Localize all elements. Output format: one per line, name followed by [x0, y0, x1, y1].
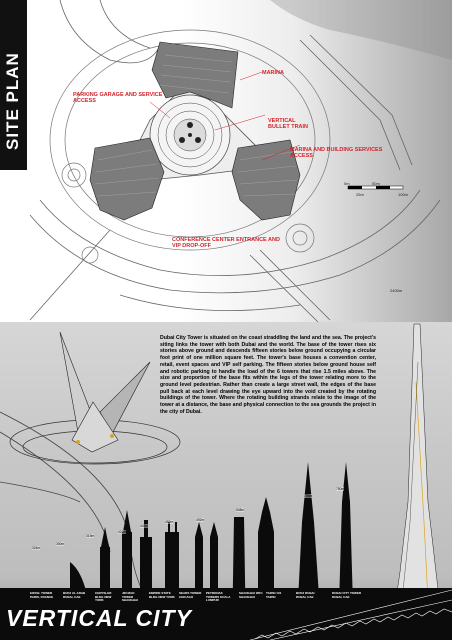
name-jin-mao: JIN MAO TOWER SHANGHAI [122, 591, 139, 602]
height-burj-dubai: 750m [336, 487, 345, 491]
name-petronas: PETRONAS TOWERS KUALA LUMPUR [206, 591, 231, 602]
scale-25: 25m [356, 192, 364, 197]
height-empire: 443m [140, 524, 149, 528]
height-label-top: 2400m [390, 288, 403, 293]
height-eiffel: 324m [32, 546, 41, 550]
name-eiffel: EIFFEL TOWER PARIS, FRANCE [30, 591, 54, 599]
height-jin-mao: 421m [118, 530, 127, 534]
label-marina: MARINA [262, 70, 284, 76]
aerial-panel: 324m 300m 319m 421m 443m 452m 492m 508m … [0, 322, 452, 640]
label-conference: CONFERENCE CENTER ENTRANCE AND VIP DROP-… [172, 237, 280, 249]
height-burj-al-arab: 300m [56, 542, 65, 546]
label-vertical-train: VERTICAL BULLET TRAIN [268, 118, 309, 130]
name-dubai-city-tower: DUBAI CITY TOWER DUBAI, UAE [332, 591, 362, 599]
name-taipei: TAIPEI 101 TAIPEI [266, 591, 282, 599]
site-plan-side-label: SITE PLAN [0, 0, 27, 170]
site-plan-panel: SITE PLAN MARINA PARKING GARAGE AND SERV… [0, 0, 452, 322]
side-label-text: SITE PLAN [3, 52, 22, 150]
height-petronas: 492m [196, 518, 205, 522]
height-taipei: 705m [304, 494, 313, 498]
crane-graphic [249, 589, 452, 640]
name-chrysler: CHRYSLER BLDG NEW YORK [95, 591, 112, 602]
site-plan-drawing [29, 0, 452, 322]
name-wfc: SHANGHAI WFC SHANGHAI [239, 591, 263, 599]
height-chrysler: 319m [86, 534, 95, 538]
name-burj-dubai: BURJ DUBAI DUBAI, UAE [296, 591, 315, 599]
scale-0: 0m [344, 181, 350, 186]
scale-100: 100m [398, 192, 409, 197]
height-sears: 452m [165, 520, 174, 524]
project-description: Dubai City Tower is situated on the coas… [160, 335, 376, 415]
sheet-title: VERTICAL CITY [6, 605, 192, 631]
name-sears: SEARS TOWER CHICAGO [179, 591, 202, 599]
scale-50: 50m [372, 181, 380, 186]
title-strip: EIFFEL TOWER PARIS, FRANCE BURJ AL ARAB … [0, 588, 452, 640]
label-marina-access: MARINA AND BUILDING SERVICES ACCESS [290, 147, 383, 159]
label-parking: PARKING GARAGE AND SERVICE ACCESS [73, 92, 163, 104]
name-empire: EMPIRE STATE BLDG NEW YORK [149, 591, 175, 599]
height-wfc: 508m [236, 508, 245, 512]
name-burj-al-arab: BURJ AL ARAB DUBAI, UAE [63, 591, 86, 599]
